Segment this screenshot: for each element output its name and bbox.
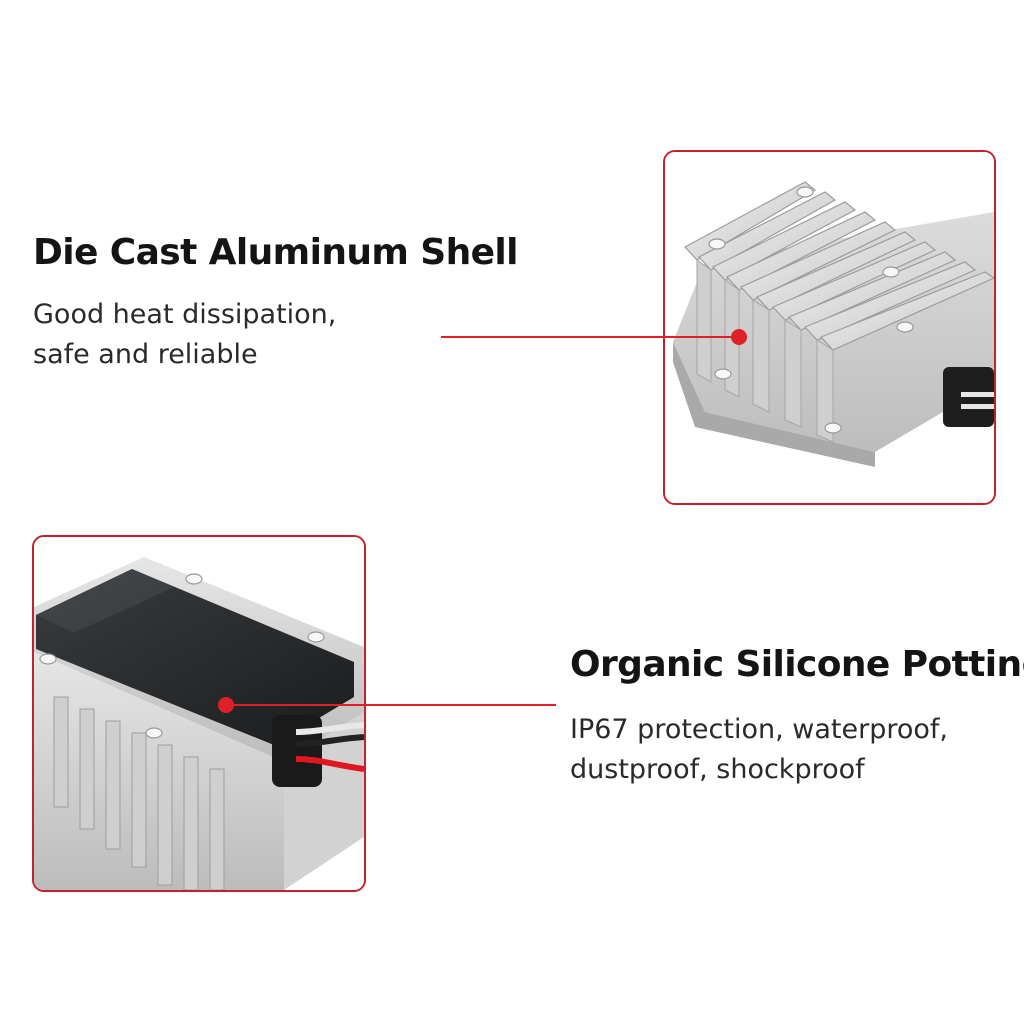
feature-description-line: dustproof, shockproof bbox=[570, 754, 865, 785]
aluminum-shell-photo bbox=[663, 150, 996, 505]
feature-title-silicone-potting: Organic Silicone Potting bbox=[570, 644, 1024, 685]
callout-dot-aluminum-shell bbox=[731, 329, 747, 345]
feature-description-line: IP67 protection, waterproof, bbox=[570, 714, 948, 745]
silicone-potting-photo bbox=[32, 535, 366, 892]
feature-description-silicone-potting: IP67 protection, waterproof, dustproof, … bbox=[570, 710, 948, 790]
feature-description-line: safe and reliable bbox=[33, 339, 258, 370]
feature-description-aluminum-shell: Good heat dissipation, safe and reliable bbox=[33, 295, 336, 375]
heatsink-illustration bbox=[665, 152, 994, 503]
feature-description-line: Good heat dissipation, bbox=[33, 299, 337, 330]
leader-line-silicone-potting bbox=[226, 704, 556, 706]
callout-dot-silicone-potting bbox=[218, 697, 234, 713]
leader-line-aluminum-shell bbox=[441, 336, 741, 338]
feature-title-aluminum-shell: Die Cast Aluminum Shell bbox=[33, 232, 519, 273]
potting-illustration bbox=[34, 537, 364, 890]
